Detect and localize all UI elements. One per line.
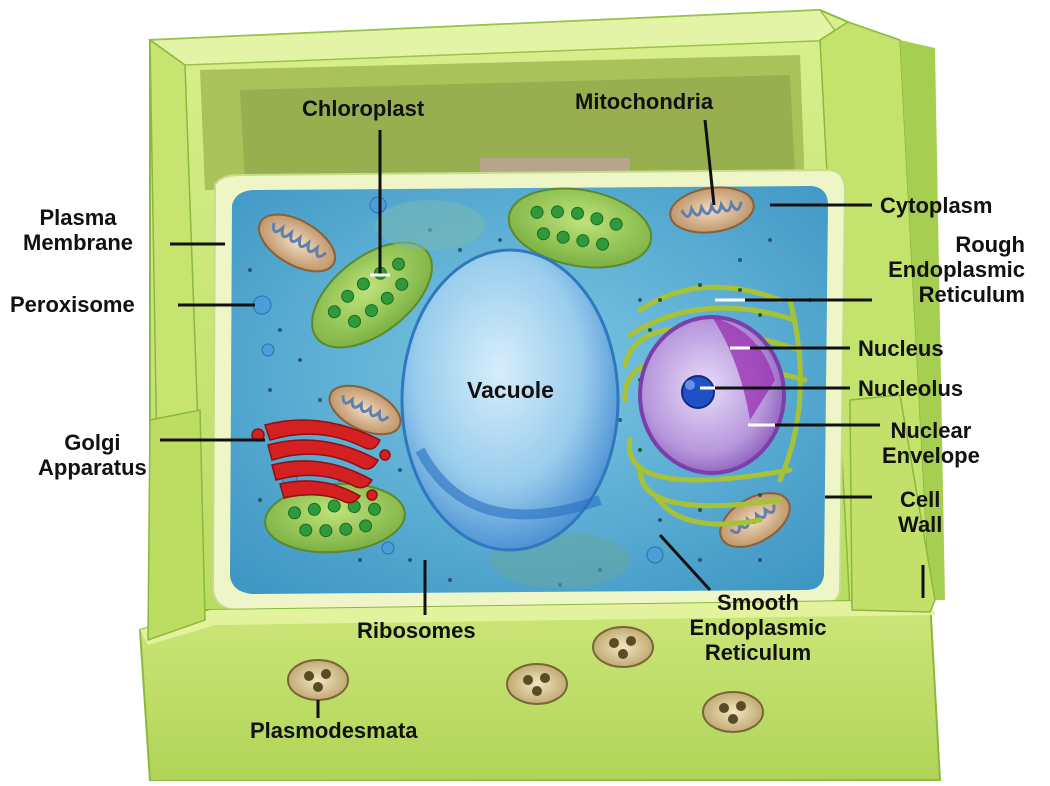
cell-wall-left-notch <box>148 410 205 640</box>
nucleolus-shape <box>682 376 714 408</box>
label-cell-wall: Cell Wall <box>898 487 942 537</box>
label-peroxisome: Peroxisome <box>10 292 135 317</box>
label-golgi-apparatus: Golgi Apparatus <box>38 430 147 480</box>
label-cytoplasm: Cytoplasm <box>880 193 992 218</box>
label-nucleus: Nucleus <box>858 336 944 361</box>
label-nucleolus: Nucleolus <box>858 376 963 401</box>
label-rough-er: Rough Endoplasmic Reticulum <box>885 232 1025 307</box>
label-vacuole: Vacuole <box>467 378 554 403</box>
label-chloroplast: Chloroplast <box>302 96 424 121</box>
label-nuclear-envelope: Nuclear Envelope <box>882 418 980 468</box>
label-smooth-er: Smooth Endoplasmic Reticulum <box>668 590 848 665</box>
label-mitochondria: Mitochondria <box>575 89 713 114</box>
label-ribosomes: Ribosomes <box>357 618 476 643</box>
label-plasmodesmata: Plasmodesmata <box>250 718 418 743</box>
label-plasma-membrane: Plasma Membrane <box>23 205 133 255</box>
